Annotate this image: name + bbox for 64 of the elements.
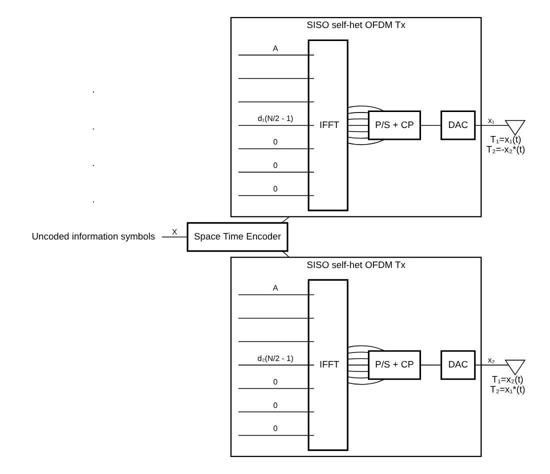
connector (347, 352, 369, 354)
edge-label: d₂(N/2 - 1) (258, 354, 294, 363)
node-label: T₂=x₁*(t) (490, 384, 526, 394)
edge-label: 0 (273, 184, 278, 194)
label: . (92, 194, 95, 205)
connector (280, 216, 290, 224)
node-text: Uncoded information symbols (32, 231, 156, 242)
label: . (92, 121, 95, 132)
connector (347, 364, 369, 366)
connector (347, 136, 369, 139)
edge-label: d₁(N/2 - 1) (258, 114, 294, 124)
connector (347, 112, 369, 114)
connector (347, 378, 385, 385)
connector (238, 341, 314, 342)
node-box: DAC (440, 350, 476, 380)
node-box: Space Time Encoder (186, 222, 288, 252)
edge-label: x₂ (488, 356, 495, 365)
edge-label: A (272, 284, 278, 293)
connector (347, 130, 369, 132)
node-antenna (504, 360, 526, 376)
edge-label: 0 (273, 400, 278, 410)
edge-label: 0 (273, 161, 278, 170)
connector (238, 388, 314, 389)
node-box: IFFT (308, 39, 348, 212)
label: . (92, 84, 95, 95)
connector (238, 364, 314, 366)
connector (282, 250, 290, 258)
connector (347, 139, 385, 146)
node-antenna (504, 120, 526, 136)
node-label: T₁=x₂(t) (492, 374, 524, 384)
connector (238, 54, 314, 56)
connector (347, 106, 385, 112)
edge-label: A (272, 44, 278, 53)
node-box: P/S + CP (368, 350, 422, 380)
connector (238, 294, 314, 296)
connector (238, 172, 314, 173)
connector (347, 376, 369, 378)
connector (238, 78, 314, 79)
connector (347, 358, 369, 360)
connector (238, 318, 314, 319)
connector (238, 124, 314, 126)
connector (420, 364, 442, 366)
node-box: P/S + CP (368, 110, 422, 140)
connector (347, 124, 369, 126)
edge-label: 0 (273, 138, 278, 147)
connector (347, 345, 385, 352)
node-label: T₁=x₁(t) (490, 134, 522, 145)
connector (474, 364, 509, 366)
node-box: DAC (440, 110, 476, 140)
connector (238, 434, 314, 436)
edge-label: x₁ (488, 116, 495, 125)
connector (347, 118, 369, 120)
connector (162, 236, 188, 238)
connector (347, 370, 369, 372)
connector (474, 124, 509, 126)
connector (238, 195, 314, 196)
node-label: T₂=-x₂*(t) (486, 144, 526, 155)
edge-label: 0 (273, 424, 278, 434)
node-box: IFFT (308, 279, 348, 451)
edge-label: X (172, 228, 178, 237)
connector (238, 148, 314, 150)
connector (420, 124, 442, 126)
label: . (92, 158, 95, 168)
edge-label: 0 (273, 377, 278, 386)
